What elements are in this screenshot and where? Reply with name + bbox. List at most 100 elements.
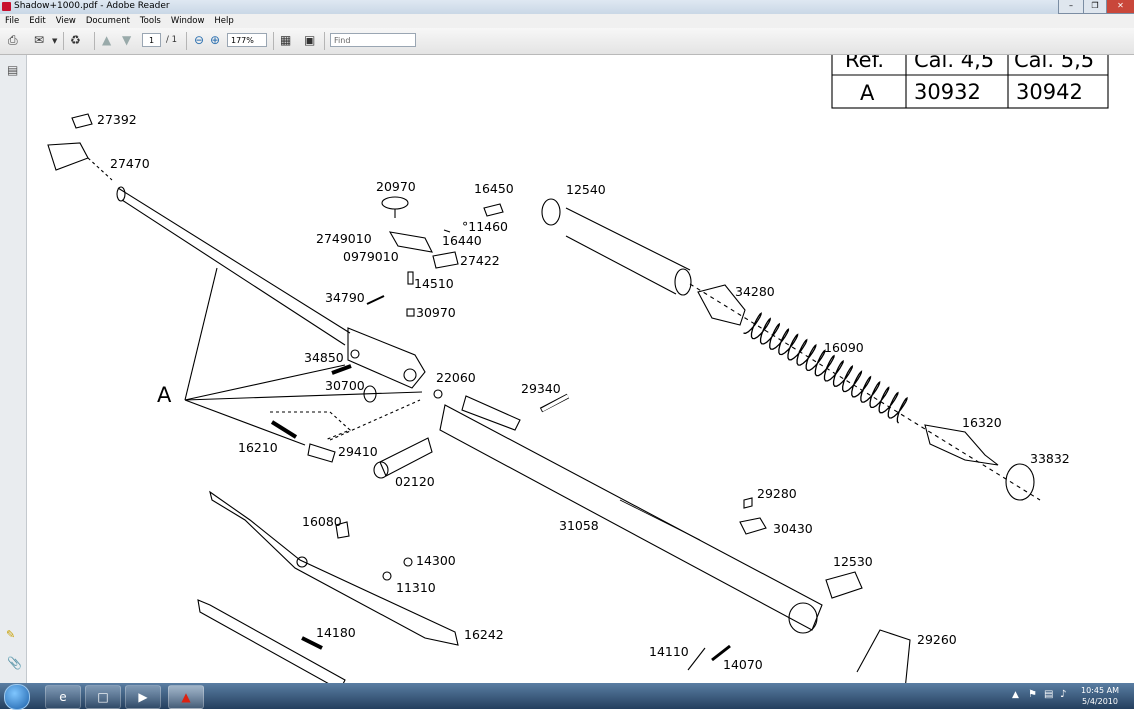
title-bar: Shadow+1000.pdf - Adobe Reader – ❐ ✕	[0, 0, 1134, 15]
part-29260-shape	[856, 629, 911, 683]
table-cell-cal45: 30932	[914, 80, 981, 104]
collaborate-icon[interactable]: ♻	[70, 33, 81, 47]
part-31058-shape	[439, 404, 823, 631]
show-hidden-icons-icon[interactable]: ▲	[1012, 690, 1019, 700]
document-view[interactable]: Ref. Cal. 4,5 Cal. 5,5 A 30932 30942 273…	[27, 55, 1134, 683]
part-label: 16320	[962, 415, 1002, 430]
part-label: 14300	[416, 553, 456, 568]
maximize-button[interactable]: ❐	[1083, 0, 1107, 14]
part-label: 16210	[238, 440, 278, 455]
part-label: 27392	[97, 112, 137, 127]
toolbar-divider	[273, 32, 274, 50]
page-total-label: / 1	[166, 35, 177, 45]
menu-help[interactable]: Help	[214, 16, 234, 26]
page-number-input[interactable]: 1	[142, 33, 161, 47]
email-icon[interactable]: ✉	[34, 33, 45, 47]
part-02120-shape	[379, 437, 433, 477]
media-player-icon[interactable]: ▶	[125, 685, 161, 709]
zoom-select[interactable]: 177%	[227, 33, 267, 47]
part-label: 16090	[824, 340, 864, 355]
part-label: 30700	[325, 378, 365, 393]
part-label: 34790	[325, 290, 365, 305]
menu-document[interactable]: Document	[85, 16, 130, 26]
print-icon[interactable]: ⎙	[8, 33, 18, 47]
window-title: Shadow+1000.pdf - Adobe Reader	[14, 1, 170, 11]
attachments-icon[interactable]: 📎	[7, 656, 22, 670]
toolbar-divider	[324, 32, 325, 50]
table-header-cal45: Cal. 4,5	[914, 55, 994, 72]
part-label: 34280	[735, 284, 775, 299]
menu-edit[interactable]: Edit	[29, 16, 46, 26]
part-34280-shape	[697, 284, 746, 326]
chevron-down-icon[interactable]: ▼	[52, 37, 58, 45]
toolbar-divider	[63, 32, 64, 50]
part-label: 31058	[559, 518, 599, 533]
part-14180-shape	[197, 599, 346, 683]
part-label: 33832	[1030, 451, 1070, 466]
part-16320-shape	[924, 424, 999, 466]
previous-page-icon[interactable]: ▲	[102, 33, 112, 47]
part-label: 12530	[833, 554, 873, 569]
part-label: 29340	[521, 381, 561, 396]
part-label: 12540	[566, 182, 606, 197]
zoom-in-icon[interactable]: ⊕	[210, 33, 221, 47]
part-label: 14510	[414, 276, 454, 291]
menu-view[interactable]: View	[55, 16, 76, 26]
part-label: 16080	[302, 514, 342, 529]
table-header-cal55: Cal. 5,5	[1014, 55, 1094, 72]
zoom-out-icon[interactable]: ⊖	[194, 33, 205, 47]
part-16090-shape	[743, 312, 908, 424]
barrel-bottom	[121, 199, 346, 346]
network-icon[interactable]: ▤	[1044, 689, 1054, 700]
part-label: 29410	[338, 444, 378, 459]
toolbar-divider	[94, 32, 95, 50]
close-button[interactable]: ✕	[1106, 0, 1134, 14]
volume-icon[interactable]: ♪	[1060, 689, 1067, 700]
minimize-button[interactable]: –	[1058, 0, 1084, 14]
next-page-icon[interactable]: ▼	[122, 33, 132, 47]
menu-file[interactable]: File	[5, 16, 20, 26]
toolbar: ⎙ ✉ ▼ ♻ ▲ ▼ 1 / 1 ⊖ ⊕ 177% ▦ ▣ Find	[0, 28, 1134, 55]
part-label: 27422	[460, 253, 500, 268]
adobe-reader-icon	[2, 2, 11, 11]
system-clock[interactable]: 10:45 AM 5/4/2010	[1078, 685, 1122, 707]
part-27392-shape	[71, 113, 93, 129]
barrel-top	[117, 187, 351, 334]
start-button[interactable]	[4, 684, 30, 710]
internet-explorer-icon[interactable]: e	[45, 685, 81, 709]
part-label: 16242	[464, 627, 504, 642]
fit-page-icon[interactable]: ▦	[280, 33, 292, 47]
part-label: 16450	[474, 181, 514, 196]
adobe-reader-task-icon[interactable]: ▲	[168, 685, 204, 709]
part-label: 0979010	[343, 249, 399, 264]
part-label: 29280	[757, 486, 797, 501]
exploded-parts-diagram: Ref. Cal. 4,5 Cal. 5,5 A 30932 30942 273…	[47, 55, 1109, 683]
part-label: °11460	[462, 219, 508, 234]
table-cell-cal55: 30942	[1016, 80, 1083, 104]
part-label: 30430	[773, 521, 813, 536]
part-label: 27470	[110, 156, 150, 171]
part-label: 14110	[649, 644, 689, 659]
navigation-panel: ▤ ✎ 📎	[0, 55, 27, 683]
menu-window[interactable]: Window	[170, 16, 205, 26]
table-header-ref: Ref.	[845, 55, 884, 72]
comments-icon[interactable]: ✎	[6, 628, 16, 641]
part-label: 16440	[442, 233, 482, 248]
part-label: 20970	[376, 179, 416, 194]
part-12540-shape	[541, 198, 561, 226]
table-cell-ref: A	[860, 81, 875, 105]
fit-width-icon[interactable]: ▣	[304, 33, 316, 47]
part-label: 22060	[436, 370, 476, 385]
action-center-icon[interactable]: ⚑	[1028, 689, 1037, 700]
toolbar-divider	[186, 32, 187, 50]
part-label: 2749010	[316, 231, 372, 246]
find-input[interactable]: Find	[330, 33, 416, 47]
part-16242-shape	[209, 490, 459, 646]
part-label: 14070	[723, 657, 763, 672]
taskbar: e □ ▶ ▲ ▲ ⚑ ▤ ♪ 10:45 AM 5/4/2010	[0, 683, 1134, 710]
part-label: 30970	[416, 305, 456, 320]
clock-time: 10:45 AM	[1081, 686, 1119, 695]
folder-icon[interactable]: □	[85, 685, 121, 709]
pages-icon[interactable]: ▤	[7, 63, 19, 77]
menu-tools[interactable]: Tools	[139, 16, 161, 26]
